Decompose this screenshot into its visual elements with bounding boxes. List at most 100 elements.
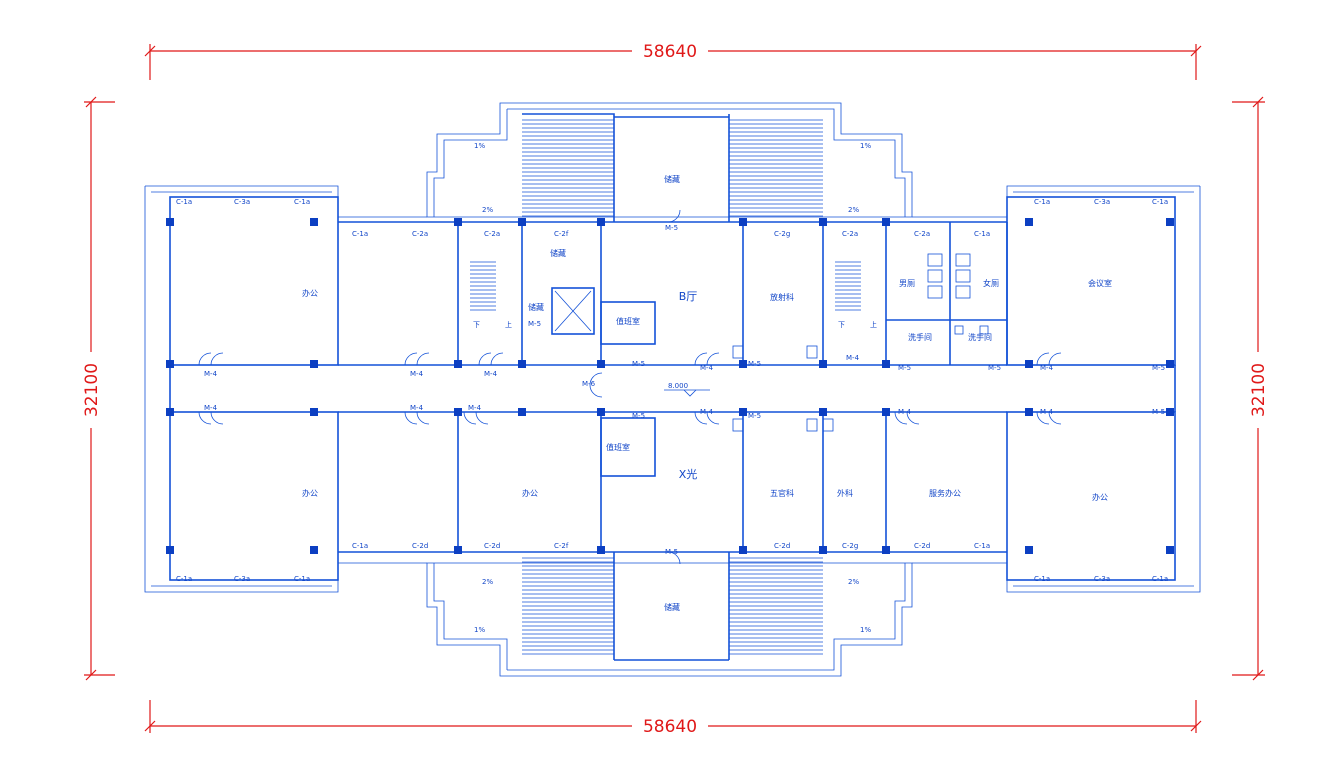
room-clinic: 外科	[837, 488, 853, 498]
room-x-hall: X光	[679, 467, 698, 481]
dimension-left-label: 32100	[82, 363, 102, 417]
win-tag: C-1a	[294, 575, 310, 583]
win-tag: C-1a	[176, 198, 192, 206]
win-tag: C-2d	[484, 542, 500, 550]
door-tag: M-4	[468, 404, 482, 412]
slope-tag: 2%	[848, 578, 859, 586]
door-tag: M-5	[665, 548, 678, 556]
door-tag: M-6	[582, 380, 596, 388]
room-office-sw: 办公	[302, 488, 318, 498]
dimension-right-label: 32100	[1249, 363, 1269, 417]
win-tag: C-3a	[1094, 198, 1110, 206]
stair-down-e: 下	[838, 321, 845, 329]
room-washroom-1: 洗手间	[908, 332, 932, 342]
room-storage-1: 储藏	[550, 248, 566, 258]
door-tag: M-5	[748, 360, 761, 368]
door-tag: M-5	[1152, 408, 1165, 416]
room-admin: 服务办公	[929, 488, 961, 498]
door-tag: M-4	[204, 404, 218, 412]
win-tag: C-2f	[554, 542, 569, 550]
door-tag: M-5	[665, 224, 678, 232]
dimension-right: 32100	[1232, 96, 1269, 681]
win-tag: C-2d	[412, 542, 428, 550]
win-tag: C-1a	[1152, 198, 1168, 206]
win-tag: C-1a	[974, 542, 990, 550]
win-tag: C-1a	[1034, 575, 1050, 583]
door-tag: M-5	[748, 412, 761, 420]
win-tag: C-2a	[914, 230, 930, 238]
room-office-se: 办公	[1092, 492, 1108, 502]
door-tag: M-4	[700, 364, 714, 372]
room-labels: 办公 办公 办公 会议室 办公 储藏 储藏 储藏 储藏 B厅 X光 值班室 值班…	[302, 174, 1112, 612]
slope-tag: 1%	[474, 626, 485, 634]
door-tag: M-4	[846, 354, 860, 362]
door-tag: M-5	[898, 364, 911, 372]
room-meeting: 会议室	[1088, 278, 1112, 288]
dimension-bottom-label: 58640	[643, 717, 697, 737]
slope-tag: 1%	[860, 142, 871, 150]
win-tag: C-1a	[1034, 198, 1050, 206]
stair-hatch	[470, 119, 861, 655]
dimension-left: 32100	[80, 96, 115, 681]
door-tag: M-4	[700, 408, 714, 416]
room-b-hall: B厅	[679, 290, 698, 303]
stair-down-w: 下	[473, 321, 480, 329]
room-duty-n: 值班室	[616, 316, 640, 326]
win-tag: C-3a	[234, 575, 250, 583]
door-tag: M-4	[1040, 408, 1054, 416]
slope-tag: 2%	[482, 206, 493, 214]
room-washroom-2: 洗手间	[968, 332, 992, 342]
win-tag: C-3a	[234, 198, 250, 206]
room-storage-n: 储藏	[664, 174, 680, 184]
dimension-bottom: 58640	[144, 700, 1202, 737]
door-tag: M-4	[484, 370, 498, 378]
room-dept: 五官科	[770, 488, 794, 498]
slope-tag: 1%	[860, 626, 871, 634]
win-tag: C-2g	[842, 542, 858, 550]
win-tag: C-2f	[554, 230, 569, 238]
dimension-top-label: 58640	[643, 42, 697, 62]
win-tag: C-1a	[352, 542, 368, 550]
win-tag: C-2d	[914, 542, 930, 550]
tag-labels: C-1a C-3a C-1a C-1a C-2a C-2a C-2f C-2g …	[176, 142, 1168, 634]
toilet-fixtures	[732, 253, 989, 432]
doors	[198, 209, 1062, 565]
door-tag: M-5	[528, 320, 541, 328]
door-tag: M-4	[410, 370, 424, 378]
door-tag: M-5	[632, 360, 645, 368]
room-duty-s: 值班室	[606, 442, 630, 452]
building-outline	[144, 102, 1201, 677]
dimension-top: 58640	[144, 40, 1202, 80]
columns	[166, 218, 1174, 554]
stair-up-w: 上	[505, 320, 512, 329]
room-office-s2: 办公	[522, 488, 538, 498]
door-tag: M-4	[204, 370, 218, 378]
win-tag: C-2a	[412, 230, 428, 238]
room-storage-2: 储藏	[528, 302, 544, 312]
elevation-mark: 8.000	[668, 382, 688, 390]
door-tag: M-4	[410, 404, 424, 412]
win-tag: C-3a	[1094, 575, 1110, 583]
win-tag: C-1a	[974, 230, 990, 238]
door-tag: M-4	[898, 408, 912, 416]
room-mens-wc: 男厕	[899, 279, 915, 288]
slope-tag: 2%	[482, 578, 493, 586]
win-tag: C-2a	[842, 230, 858, 238]
slope-tag: 2%	[848, 206, 859, 214]
stair-up-e: 上	[870, 320, 877, 329]
slope-tag: 1%	[474, 142, 485, 150]
win-tag: C-1a	[352, 230, 368, 238]
door-tag: M-5	[988, 364, 1001, 372]
win-tag: C-1a	[1152, 575, 1168, 583]
door-tag: M-5	[1152, 364, 1165, 372]
room-staff: 放射科	[770, 292, 794, 302]
room-storage-s: 储藏	[664, 602, 680, 612]
door-tag: M-5	[632, 412, 645, 420]
win-tag: C-2d	[774, 542, 790, 550]
room-womens-wc: 女厕	[983, 278, 999, 288]
room-office-nw: 办公	[302, 288, 318, 298]
win-tag: C-1a	[294, 198, 310, 206]
door-tag: M-4	[1040, 364, 1054, 372]
win-tag: C-1a	[176, 575, 192, 583]
